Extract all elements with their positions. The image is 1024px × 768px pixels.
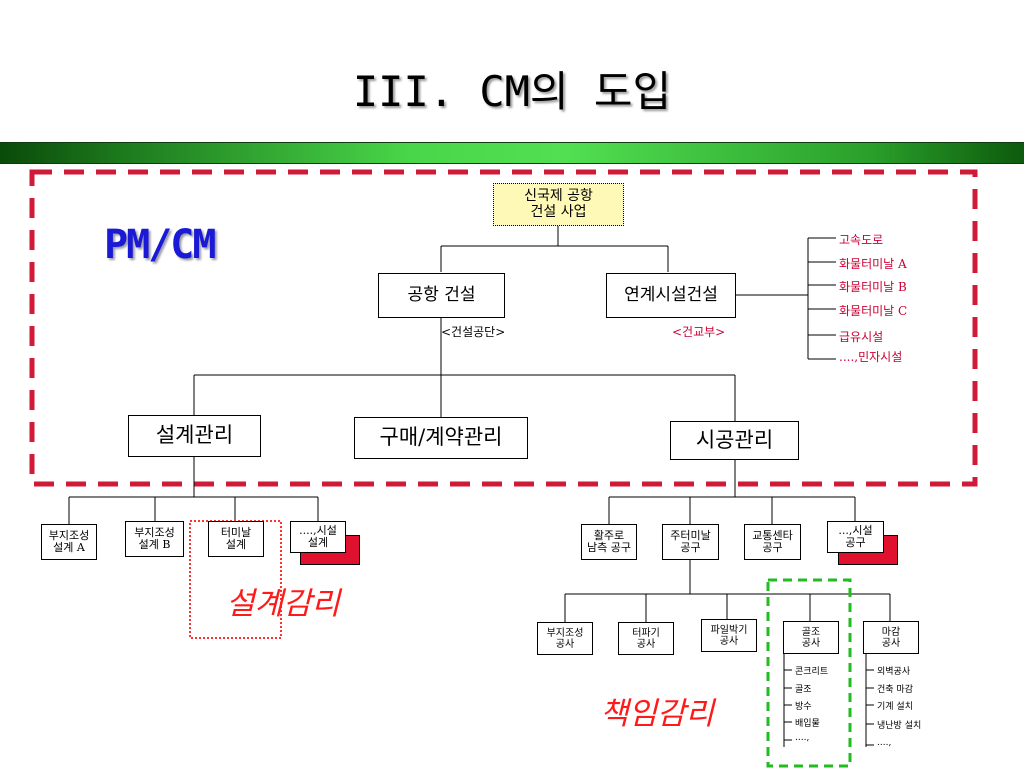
linked-item: 화물터미날 A xyxy=(839,257,907,271)
construction-child-line: 활주로 xyxy=(593,528,625,542)
airport-construction-box: 공항 건설 xyxy=(378,273,505,318)
construction-child-line: 공구 xyxy=(680,541,701,554)
linked-note: <건교부> xyxy=(672,325,726,339)
construction-child-line: 공구 xyxy=(762,541,783,554)
design-management-label: 설계관리 xyxy=(155,423,234,448)
linked-item: 급유시설 xyxy=(839,330,884,344)
design-child-line: 설계 xyxy=(307,536,329,549)
design-child-line: 부지조성 xyxy=(48,528,90,542)
linked-facility-label: 연계시설건설 xyxy=(624,285,718,306)
terminal-child-line: 공사 xyxy=(801,637,821,649)
terminal-child-box: 터파기 공사 xyxy=(618,622,674,655)
terminal-child-box: 마감 공사 xyxy=(863,621,919,654)
construction-child-line: 주터미날 xyxy=(670,528,711,542)
terminal-child-line: 파일박기 xyxy=(710,624,748,636)
construction-child-box: 주터미날 공구 xyxy=(662,524,719,560)
terminal-child-line: 공사 xyxy=(636,638,656,650)
connector-lines xyxy=(68,225,891,747)
terminal-child-line: 터파기 xyxy=(632,627,660,639)
design-child-box: 부지조성 설계 A xyxy=(41,524,97,560)
construction-management-label: 시공관리 xyxy=(695,427,774,452)
construction-child-box: 활주로 남측 공구 xyxy=(581,524,637,560)
design-child-box: 부지조성 설계 B xyxy=(125,521,184,557)
pmcm-label: PM/CM xyxy=(104,222,216,268)
terminal-child-line: 골조 xyxy=(801,626,821,638)
design-child-line: 설계 B xyxy=(138,538,171,551)
design-child-box: ....,시설 설계 xyxy=(290,521,346,553)
root-line-1: 신국제 공항 xyxy=(524,188,593,205)
linked-facility-box: 연계시설건설 xyxy=(606,273,736,318)
design-child-line: 부지조성 xyxy=(134,525,175,539)
pmcm-dashed-frame xyxy=(29,169,978,487)
terminal-child-line: 공사 xyxy=(555,638,575,650)
finish-item: 외벽공사 xyxy=(877,667,911,677)
linked-item: 화물터미날 B xyxy=(839,280,907,294)
linked-item: 화물터미날 C xyxy=(839,304,908,318)
root-line-2: 건설 사업 xyxy=(530,203,587,220)
design-child-line: 설계 xyxy=(225,538,247,551)
frame-item: 콘크리트 xyxy=(795,667,829,677)
construction-child-line: 남측 공구 xyxy=(587,541,631,554)
construction-child-line: 공구 xyxy=(845,536,866,549)
slide-title: III. CM의 도입 xyxy=(352,67,672,116)
design-child-line: 설계 A xyxy=(53,541,85,554)
construction-management-box: 시공관리 xyxy=(670,421,799,460)
finish-item: 냉난방 설치 xyxy=(877,721,922,731)
frame-item: 방수 xyxy=(795,702,812,712)
construction-child-line: ...,시설 xyxy=(838,523,873,537)
title-bar xyxy=(0,142,1024,164)
root-box: 신국제 공항 건설 사업 xyxy=(493,183,624,226)
construction-child-box: ...,시설 공구 xyxy=(827,521,884,553)
construction-child-line: 교통센타 xyxy=(752,528,793,542)
construction-child-box: 교통센타 공구 xyxy=(744,524,801,560)
procurement-management-label: 구매/계약관리 xyxy=(379,425,503,450)
linked-item: 고속도로 xyxy=(839,233,884,247)
airport-note: <건설공단> xyxy=(441,325,506,339)
design-management-box: 설계관리 xyxy=(128,415,261,457)
linked-item: ....,민자시설 xyxy=(839,350,903,364)
terminal-child-line: 부지조성 xyxy=(546,627,584,639)
terminal-child-box: 파일박기 공사 xyxy=(701,619,757,652)
terminal-child-box: 부지조성 공사 xyxy=(537,622,593,655)
procurement-management-box: 구매/계약관리 xyxy=(354,417,528,459)
frame-item: 골조 xyxy=(795,685,812,695)
airport-construction-label: 공항 건설 xyxy=(407,285,476,306)
design-child-line: 터미날 xyxy=(220,525,252,539)
responsible-supervision-label: 책임감리 xyxy=(600,696,715,732)
frame-item: ...., xyxy=(795,733,810,743)
terminal-child-line: 마감 xyxy=(881,626,901,638)
responsible-supervision-frame xyxy=(766,578,852,768)
frame-item: 배입물 xyxy=(795,719,820,729)
design-child-box: 터미날 설계 xyxy=(208,521,264,557)
design-supervision-label: 설계감리 xyxy=(226,586,341,622)
finish-item: 건축 마감 xyxy=(877,685,913,695)
terminal-child-line: 공사 xyxy=(719,635,739,647)
finish-item: ...., xyxy=(877,738,892,748)
terminal-child-box: 골조 공사 xyxy=(783,621,839,654)
terminal-child-line: 공사 xyxy=(881,637,901,649)
finish-item: 기계 설치 xyxy=(877,702,913,712)
design-child-line: ....,시설 xyxy=(299,523,337,537)
